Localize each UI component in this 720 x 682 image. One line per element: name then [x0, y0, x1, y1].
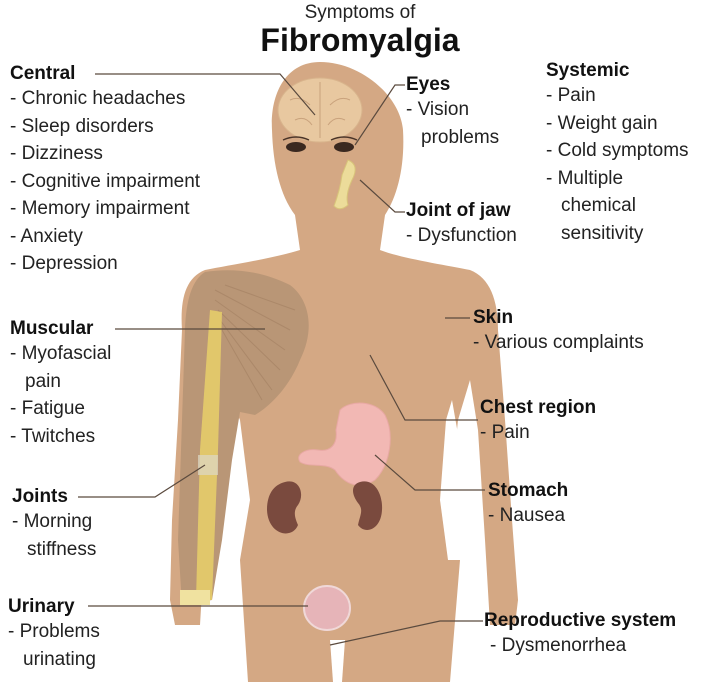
- group-heading: Urinary: [8, 596, 75, 617]
- group-chest: Chest region - Pain: [480, 397, 596, 447]
- symptom-item: - Problems: [8, 621, 100, 642]
- symptom-item: - Dysfunction: [406, 225, 517, 246]
- symptom-item: - Memory impairment: [10, 198, 190, 219]
- title-line1: Symptoms of: [304, 2, 416, 23]
- group-muscular: Muscular - Myofascial pain - Fatigue - T…: [10, 318, 111, 450]
- symptom-item: - Chronic headaches: [10, 88, 186, 109]
- symptom-item: problems: [421, 126, 500, 148]
- group-heading: Reproductive system: [484, 610, 677, 631]
- group-heading: Joint of jaw: [406, 200, 511, 221]
- group-urinary: Urinary - Problems urinating: [8, 596, 100, 673]
- group-central: Central - Chronic headaches - Sleep diso…: [10, 63, 200, 278]
- symptom-item: - Depression: [10, 253, 118, 274]
- bladder-icon: [303, 585, 351, 631]
- symptom-item: - Various complaints: [473, 332, 644, 353]
- title-line2: Fibromyalgia: [260, 22, 460, 58]
- symptom-item: - Twitches: [10, 425, 96, 447]
- symptom-item: - Anxiety: [10, 225, 83, 247]
- group-stomach: Stomach - Nausea: [488, 480, 568, 530]
- symptom-item: - Morning: [12, 511, 93, 532]
- group-heading: Muscular: [10, 318, 94, 339]
- symptom-item: - Dizziness: [10, 143, 103, 164]
- group-skin: Skin - Various complaints: [473, 307, 644, 357]
- group-heading: Skin: [473, 307, 514, 328]
- stomach-icon: [298, 402, 391, 486]
- group-heading: Eyes: [406, 74, 451, 95]
- symptom-item: sensitivity: [561, 222, 644, 244]
- symptom-item: - Fatigue: [10, 398, 85, 419]
- group-jaw: Joint of jaw - Dysfunction: [406, 200, 517, 250]
- symptom-item: chemical: [561, 195, 636, 216]
- group-heading: Chest region: [480, 397, 597, 418]
- group-heading: Stomach: [488, 480, 569, 501]
- group-reproductive: Reproductive system - Dysmenorrhea: [484, 610, 676, 660]
- group-systemic: Systemic - Pain - Weight gain - Cold sym…: [546, 60, 689, 247]
- symptom-item: - Vision: [406, 99, 470, 120]
- symptom-item: - Sleep disorders: [10, 115, 154, 137]
- kidney-right-icon: [353, 481, 383, 530]
- symptom-item: stiffness: [27, 538, 97, 560]
- symptom-item: - Nausea: [488, 505, 566, 526]
- symptom-item: - Cold symptoms: [546, 140, 689, 161]
- group-eyes: Eyes - Vision problems: [406, 74, 499, 151]
- leader-lines: [78, 73, 485, 646]
- symptom-item: - Weight gain: [546, 112, 658, 134]
- symptom-item: - Myofascial: [10, 343, 112, 364]
- symptom-item: - Cognitive impairment: [10, 170, 201, 192]
- symptom-item: pain: [25, 370, 61, 392]
- group-heading: Central: [10, 63, 76, 84]
- symptom-item: - Pain: [480, 422, 530, 443]
- group-joints: Joints - Morning stiffness: [12, 486, 96, 563]
- symptom-item: urinating: [23, 648, 96, 670]
- symptom-item: - Multiple: [546, 167, 624, 189]
- kidney-left-icon: [267, 481, 302, 534]
- symptom-item: - Pain: [546, 85, 596, 106]
- jaw-joint-icon: [333, 159, 356, 210]
- symptom-item: - Dysmenorrhea: [490, 635, 627, 656]
- eyes-icon: [282, 136, 358, 152]
- arm-muscle-icon: [178, 270, 309, 605]
- group-heading: Systemic: [546, 60, 630, 81]
- group-heading: Joints: [12, 486, 68, 507]
